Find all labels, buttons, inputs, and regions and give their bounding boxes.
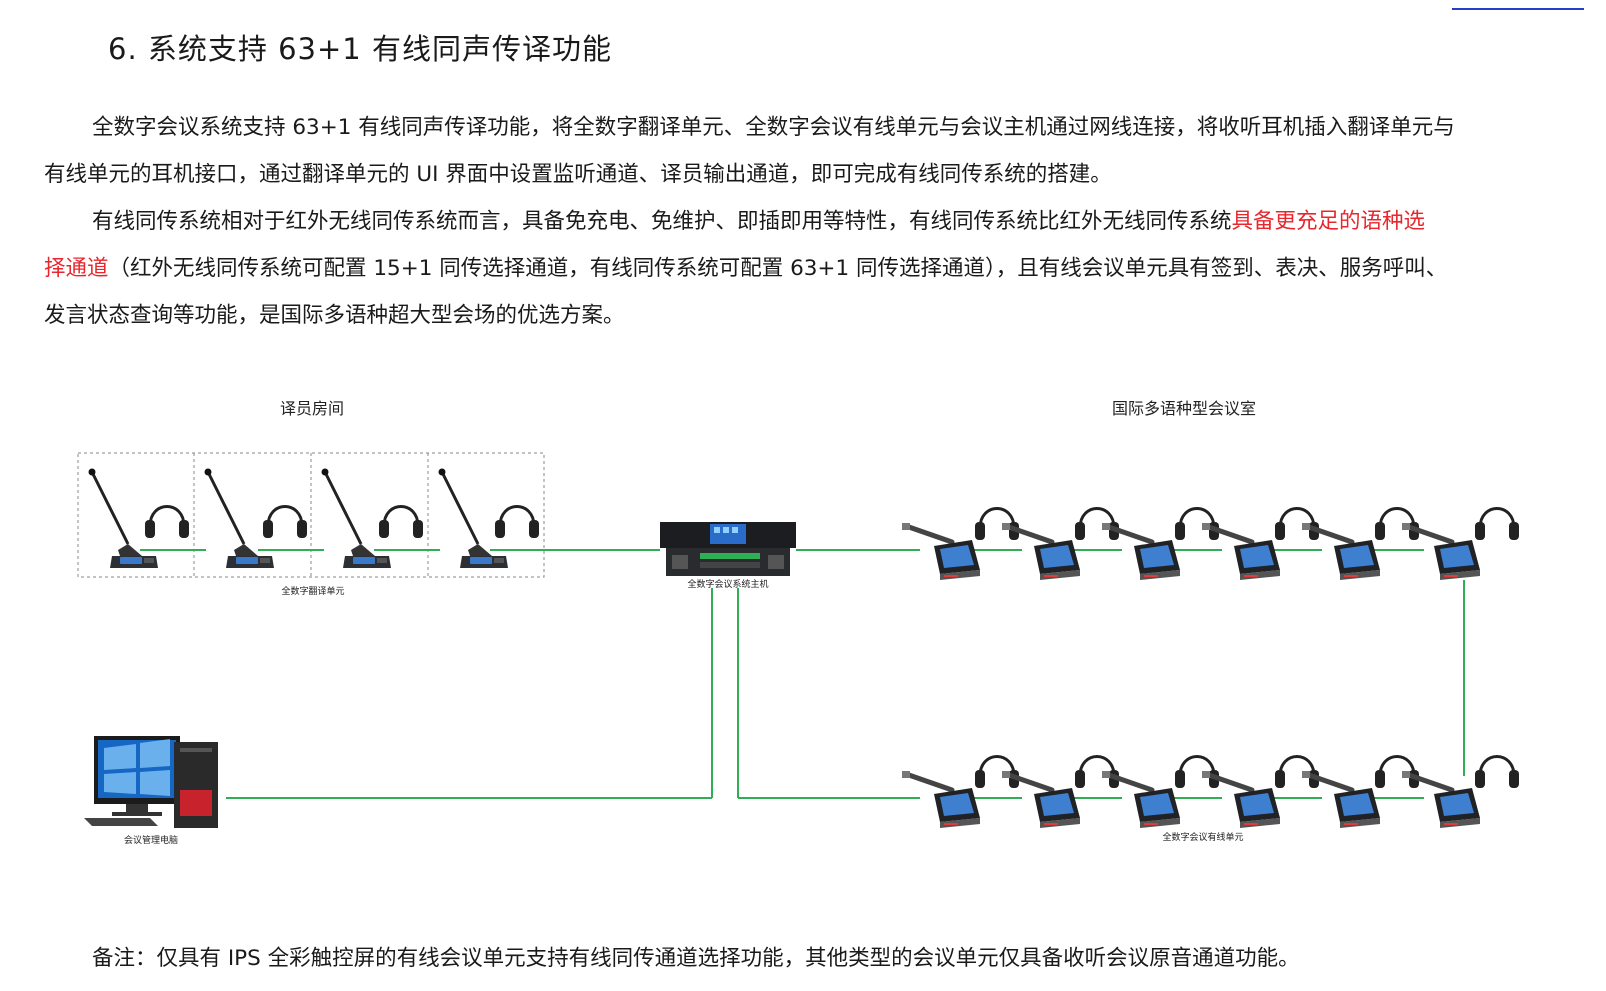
wired-unit-label: 全数字会议有线单元	[1162, 831, 1243, 843]
headphone-icon	[1273, 507, 1321, 542]
adv-highlight-1: 具备更充足的语种选	[1231, 209, 1426, 234]
headphone-icon	[377, 505, 425, 540]
paragraph-intro: 全数字会议系统支持 63+1 有线同声传译功能，将全数字翻译单元、全数字会议有线…	[44, 104, 1596, 198]
delegate-unit-top-4	[1202, 507, 1321, 581]
footnote: 备注：仅具有 IPS 全彩触控屏的有线会议单元支持有线同传通道选择功能，其他类型…	[92, 946, 1300, 971]
translation-unit-4	[437, 467, 541, 570]
top-rule	[1452, 8, 1584, 10]
host-label: 全数字会议系统主机	[687, 578, 768, 590]
interpreter-room-title: 译员房间	[280, 399, 344, 418]
network-cables	[140, 549, 1465, 799]
pc-label: 会议管理电脑	[124, 834, 178, 846]
headphone-icon	[1273, 755, 1321, 790]
conference-room-title: 国际多语种型会议室	[1112, 399, 1256, 418]
headphone-icon	[493, 505, 541, 540]
headphone-icon	[1373, 755, 1421, 790]
headphone-icon	[1473, 507, 1521, 542]
headphone-icon	[143, 505, 191, 540]
translation-unit-2	[203, 467, 309, 570]
delegate-unit-bottom-1	[902, 755, 1021, 829]
headphone-icon	[1073, 755, 1121, 790]
headphone-icon	[1173, 755, 1221, 790]
translation-unit-label: 全数字翻译单元	[281, 585, 344, 597]
adv-line-1: 有线同传系统相对于红外无线同传系统而言，具备免充电、免维护、即插即用等特性，有线…	[92, 209, 1232, 234]
interpreter-booth	[77, 452, 545, 578]
headphone-icon	[973, 755, 1021, 790]
delegate-unit-top-6	[1402, 507, 1521, 581]
delegate-unit-top-1	[902, 507, 1021, 581]
delegate-unit-bottom-3	[1102, 755, 1221, 829]
headphone-icon	[1073, 507, 1121, 542]
section-heading: 6. 系统支持 63+1 有线同声传译功能	[108, 32, 612, 66]
intro-line-2: 有线单元的耳机接口，通过翻译单元的 UI 界面中设置监听通道、译员输出通道，即可…	[44, 162, 1112, 187]
management-pc	[84, 736, 218, 828]
headphone-icon	[261, 505, 309, 540]
adv-line-2: （红外无线同传系统可配置 15+1 同传选择通道，有线同传系统可配置 63+1 …	[108, 256, 1448, 281]
delegate-unit-top-5	[1302, 507, 1421, 581]
adv-highlight-2: 择通道	[44, 256, 109, 281]
headphone-icon	[973, 507, 1021, 542]
translation-unit-1	[87, 467, 191, 570]
translation-unit-3	[320, 467, 425, 570]
conference-host	[660, 522, 796, 576]
delegate-unit-bottom-2	[1002, 755, 1121, 829]
delegate-unit-top-3	[1102, 507, 1221, 581]
delegate-unit-bottom-6	[1402, 755, 1521, 829]
headphone-icon	[1473, 755, 1521, 790]
adv-line-3: 发言状态查询等功能，是国际多语种超大型会场的优选方案。	[44, 303, 625, 328]
paragraph-advantages: 有线同传系统相对于红外无线同传系统而言，具备免充电、免维护、即插即用等特性，有线…	[44, 198, 1596, 339]
delegate-unit-bottom-4	[1202, 755, 1321, 829]
delegate-unit-bottom-5	[1302, 755, 1421, 829]
headphone-icon	[1373, 507, 1421, 542]
delegate-unit-top-2	[1002, 507, 1121, 581]
intro-line-1: 全数字会议系统支持 63+1 有线同声传译功能，将全数字翻译单元、全数字会议有线…	[92, 115, 1455, 140]
headphone-icon	[1173, 507, 1221, 542]
